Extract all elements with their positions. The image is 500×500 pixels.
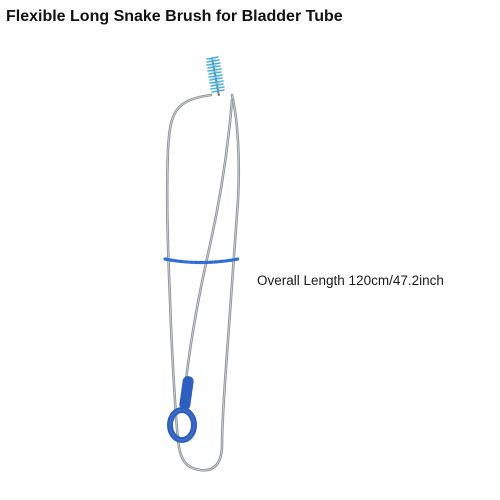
overall-length-label: Overall Length 120cm/47.2inch bbox=[257, 273, 444, 288]
product-title: Flexible Long Snake Brush for Bladder Tu… bbox=[6, 8, 343, 25]
wire-loop bbox=[165, 93, 241, 472]
ring-handle bbox=[167, 376, 197, 443]
bristle-brush-head bbox=[206, 56, 225, 97]
band-clip bbox=[163, 257, 240, 265]
